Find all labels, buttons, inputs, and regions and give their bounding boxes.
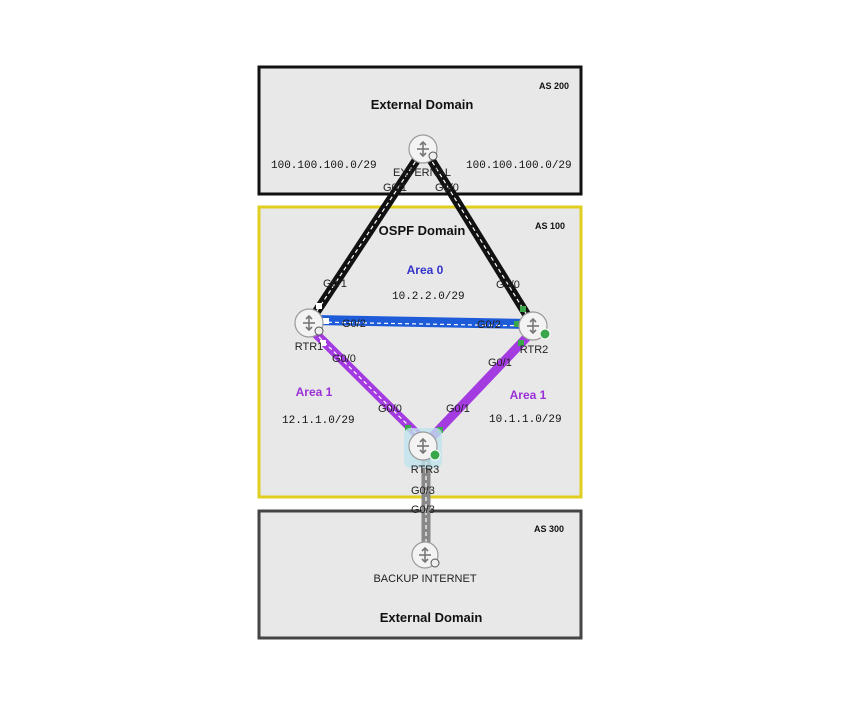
link-rtr1-rtr3 [310,328,424,441]
as-100-label: AS 100 [535,221,565,231]
status-neutral-icon [430,558,440,568]
if-rtr2-down: G0/1 [488,357,512,369]
status-running-icon [539,328,551,340]
link-rtr1-rtr2 [313,315,531,329]
if-backup-up: G0/3 [411,504,435,516]
port-rtr1-right [323,318,329,324]
router-rtr3-label: RTR3 [411,464,440,476]
area1-left-label: Area 1 [296,385,333,399]
if-rtr3-left: G0/0 [378,403,402,415]
router-rtr2-label: RTR2 [520,344,549,356]
subnet-ext-right: 100.100.100.0/29 [466,160,572,172]
if-rtr2-left: G0/2 [477,319,501,331]
port-rtr3-left [405,425,411,431]
router-icon [417,437,429,455]
if-rtr1-right: G0/2 [342,318,366,330]
router-external-label: EXTERNAL [393,167,451,179]
status-running-icon [429,449,441,461]
router-rtr2[interactable] [518,311,551,341]
subnet-area1-right: 10.1.1.0/29 [489,414,562,426]
router-icon [419,546,431,564]
subnet-ext-left: 100.100.100.0/29 [271,160,377,172]
external-domain-top-title: External Domain [371,97,474,112]
subnet-area1-left: 12.1.1.0/29 [282,415,355,427]
port-rtr1-down [320,340,326,346]
ospf-domain-title: OSPF Domain [379,223,466,238]
as-200-label: AS 200 [539,81,569,91]
router-icon [303,314,315,332]
if-rtr1-up: G0/1 [323,278,347,290]
port-rtr2-down [518,340,524,346]
router-rtr3[interactable] [408,431,441,461]
status-neutral-icon [314,326,324,336]
link-external-rtr1 [307,147,427,323]
if-rtr3-right: G0/1 [446,403,470,415]
if-rtr3-down: G0/3 [411,485,435,497]
link-external-rtr2 [421,147,534,323]
if-rtr1-down: G0/0 [332,353,356,365]
status-neutral-icon [428,151,438,161]
port-rtr1-up [316,303,322,309]
port-rtr2-up [520,306,526,312]
external-domain-top-box [257,65,583,196]
router-icon [417,140,429,158]
subnet-area0: 10.2.2.0/29 [392,291,465,303]
router-backup-label: BACKUP INTERNET [373,573,476,585]
as-300-label: AS 300 [534,524,564,534]
router-external[interactable] [408,134,438,164]
router-rtr1-label: RTR1 [295,341,324,353]
external-domain-bottom-box [257,509,583,640]
router-backup-internet[interactable] [411,541,440,569]
if-ext-right: G0/0 [435,182,459,194]
router-icon [527,317,539,335]
area1-right-label: Area 1 [510,388,547,402]
area0-label: Area 0 [407,263,444,277]
if-rtr2-up: G0/0 [496,279,520,291]
router-rtr1[interactable] [294,308,324,338]
link-rtr2-rtr3 [428,332,532,441]
port-rtr2-left [514,321,520,327]
external-domain-bottom-title: External Domain [380,610,483,625]
if-ext-left: G0/1 [383,182,407,194]
